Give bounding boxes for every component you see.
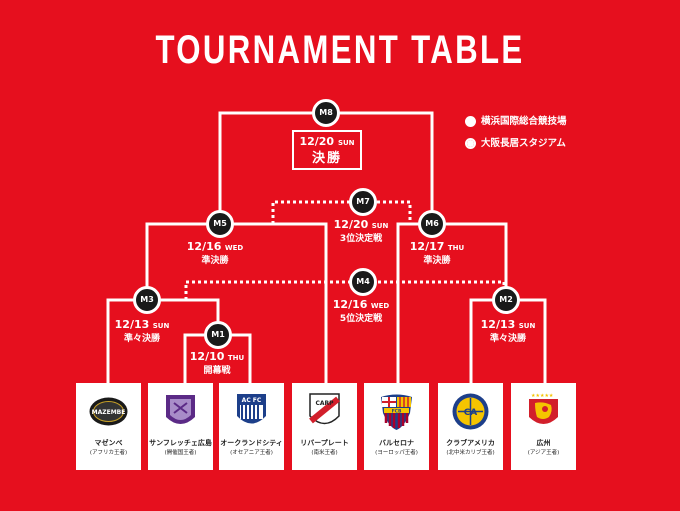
final-date: 12/20 [299,135,335,148]
legend-item-yokohama: 横浜国際総合競技場 [465,113,567,127]
team-card-guangzhou[interactable]: ★★★★★ 広州 (アジア王者) [511,383,576,470]
team-region: (アジア王者) [527,450,560,456]
team-card-barcelona[interactable]: FCB バルセロナ (ヨーロッパ王者) [364,383,429,470]
team-card-sanfrecce[interactable]: サンフレッチェ広島 (開催国王者) [148,383,213,470]
team-region: (開催国王者) [164,450,197,456]
final-round: 決勝 [311,151,342,166]
match-round: 準々決勝 [123,334,160,344]
match-label-m1: 12/10 THU 開幕戦 [182,350,252,378]
svg-text:CARP: CARP [315,400,334,407]
match-round: 開幕戦 [203,366,231,376]
legend-label: 大阪長居スタジアム [481,138,566,149]
filled-circle-icon [465,116,476,127]
svg-text:FCB: FCB [392,408,402,414]
match-date: 12/16 [332,298,368,311]
final-day: SUN [337,139,355,147]
match-day: SUN [152,322,170,330]
team-region: (ヨーロッパ王者) [375,450,418,456]
guangzhou-crest-icon: ★★★★★ [529,393,558,424]
match-label-m3: 12/13 SUN 準々決勝 [107,318,177,346]
match-date: 12/16 [186,240,222,253]
match-node-m3: M3 [133,286,161,314]
match-date: 12/10 [189,350,225,363]
team-card-riverplate[interactable]: CARP リバープレート (南米王者) [292,383,357,470]
legend-item-osaka: 大阪長居スタジアム [465,135,566,149]
match-label-m7: 12/20 SUN 3位決定戦 [328,218,394,246]
america-crest-icon: CA [452,393,489,430]
match-date: 12/13 [114,318,150,331]
team-region: (アフリカ王者) [89,450,128,456]
match-date: 12/13 [480,318,516,331]
team-card-mazembe[interactable]: MAZEMBE マゼンベ (アフリカ王者) [76,383,141,470]
team-card-auckland[interactable]: AC FC オークランドシティ (オセアニア王者) [219,383,284,470]
legend-label: 横浜国際総合競技場 [481,116,567,127]
sanfrecce-crest-icon [166,395,195,424]
match-date: 12/20 [333,218,369,231]
bracket-line [106,298,220,383]
team-name: クラブアメリカ [446,439,495,447]
team-name: 広州 [536,439,551,447]
team-card-america[interactable]: CA クラブアメリカ (北中米カリブ王者) [438,383,503,470]
match-round: 5位決定戦 [339,314,383,324]
match-label-m6: 12/17 THU 準決勝 [402,240,472,268]
match-label-m2: 12/13 SUN 準々決勝 [473,318,543,346]
match-round: 準決勝 [201,256,229,266]
team-name: オークランドシティ [220,439,283,447]
match-node-m2: M2 [492,286,520,314]
bracket-line [396,222,508,383]
match-node-m7: M7 [349,188,377,216]
svg-text:★★★★★: ★★★★★ [531,393,554,399]
team-name: サンフレッチェ広島 [149,439,212,447]
team-name: マゼンベ [94,439,123,447]
auckland-crest-icon: AC FC [237,394,266,424]
svg-text:CA: CA [464,408,478,418]
final-box: 12/20 SUN 決勝 [292,130,362,170]
match-node-m6: M6 [418,210,446,238]
bracket-line-dotted [271,200,412,224]
match-round: 準々決勝 [489,334,526,344]
match-day: SUN [518,322,536,330]
match-day: WED [224,244,244,252]
match-node-m4: M4 [349,268,377,296]
team-region: (オセアニア王者) [230,450,273,456]
match-day: SUN [371,222,389,230]
match-node-m1: M1 [204,321,232,349]
match-day: THU [447,244,465,252]
match-node-m8: M8 [312,99,340,127]
match-round: 準決勝 [423,256,451,266]
team-region: (南米王者) [311,450,338,456]
match-label-m5: 12/16 WED 準決勝 [180,240,250,268]
match-date: 12/17 [409,240,445,253]
team-name: リバープレート [300,439,349,447]
page-title: TOURNAMENT TABLE [155,28,525,72]
match-node-m5: M5 [206,210,234,238]
team-name: バルセロナ [379,439,414,447]
match-day: WED [370,302,390,310]
team-region: (北中米カリブ王者) [446,450,495,456]
bracket-line [145,222,328,383]
mazembe-crest-icon: MAZEMBE [89,397,128,426]
match-round: 3位決定戦 [339,234,383,244]
svg-text:AC FC: AC FC [242,397,262,404]
match-day: THU [227,354,245,362]
svg-text:MAZEMBE: MAZEMBE [92,409,126,416]
barcelona-crest-icon: FCB [381,394,412,430]
match-label-m4: 12/16 WED 5位決定戦 [326,298,396,326]
riverplate-crest-icon: CARP [309,393,340,425]
ring-circle-icon [465,138,476,149]
